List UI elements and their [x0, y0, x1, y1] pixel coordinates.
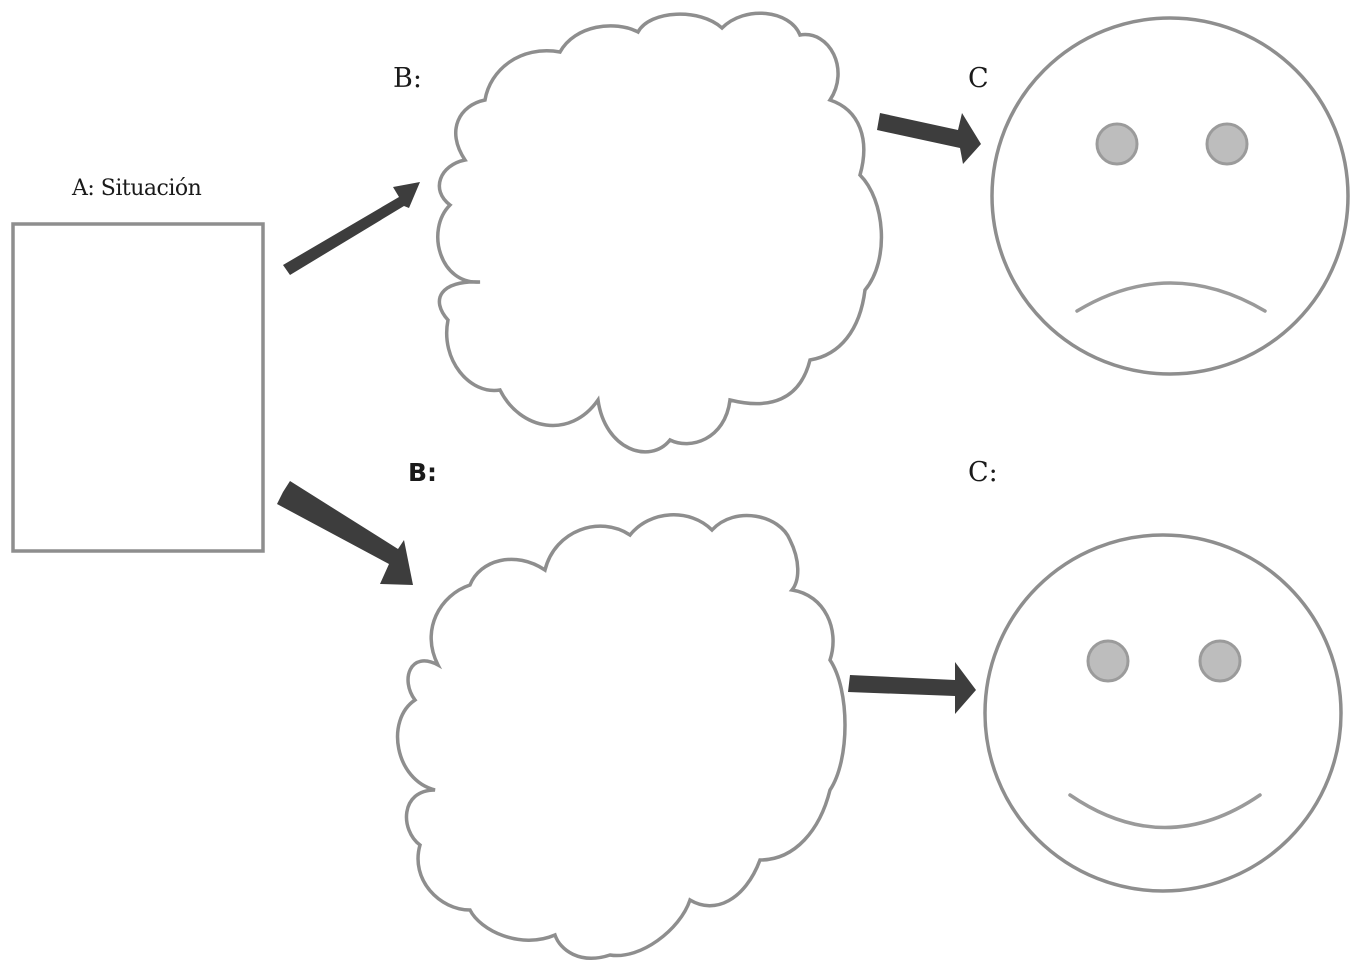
right-eye-icon — [1205, 122, 1249, 166]
belief-top-cloud — [436, 11, 884, 454]
belief-bottom-label: B: — [408, 458, 437, 487]
arrow-situation-to-belief-top — [283, 182, 420, 275]
frown-mouth — [1075, 281, 1267, 313]
belief-top-label: B: — [393, 63, 422, 94]
arrow-situation-to-belief-bottom — [277, 481, 413, 585]
belief-bottom-cloud — [395, 513, 847, 960]
arrow-belief-bottom-to-consequence — [848, 662, 976, 714]
situation-label: A: Situación — [71, 176, 202, 201]
arrow-belief-top-to-consequence — [877, 113, 981, 164]
consequence-top-label: C — [968, 63, 989, 94]
right-eye-icon — [1198, 639, 1242, 683]
smile-mouth — [1068, 793, 1262, 830]
left-eye-icon — [1095, 122, 1139, 166]
left-eye-icon — [1086, 639, 1130, 683]
situation-box — [11, 222, 265, 553]
happy-face-icon — [983, 533, 1343, 893]
sad-face-icon — [990, 16, 1350, 376]
consequence-bottom-label: C: — [968, 457, 998, 488]
